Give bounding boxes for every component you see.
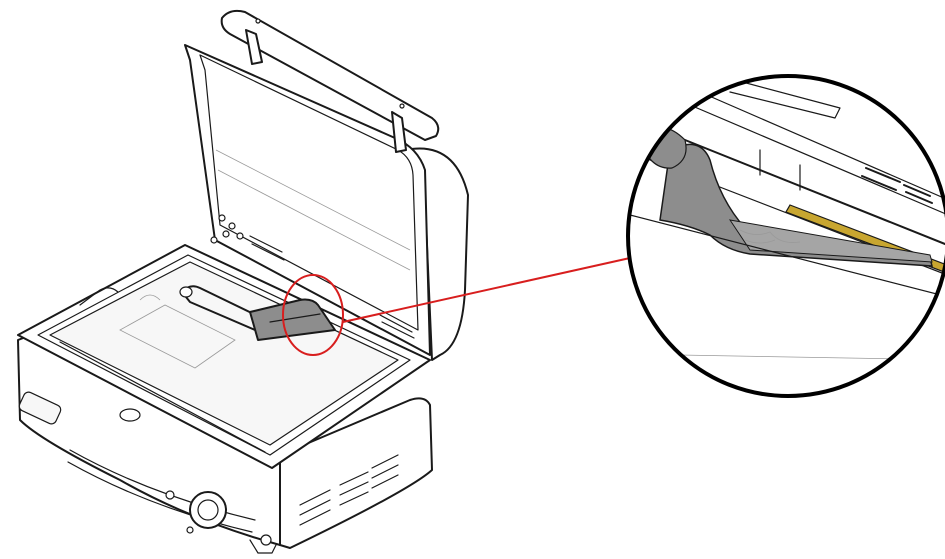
cooking-plate [49, 261, 399, 446]
open-lid [184, 44, 469, 361]
brand-logo-plate [18, 391, 62, 425]
igniter-icon[interactable] [260, 534, 272, 546]
side-vents [299, 454, 399, 526]
griddle-body [17, 332, 433, 554]
spatula-icon [179, 285, 336, 341]
detail-callout-circle [282, 274, 344, 356]
control-knob-icon[interactable] [165, 490, 227, 534]
zoom-detail-view [628, 76, 945, 396]
zoom-detail-ring [626, 74, 945, 398]
grease-hole [119, 408, 141, 422]
griddle-top [17, 244, 431, 469]
callout-connector-line [342, 257, 631, 323]
lid-hinge-bolts [210, 214, 244, 244]
lid-handle-icon [220, 9, 440, 153]
